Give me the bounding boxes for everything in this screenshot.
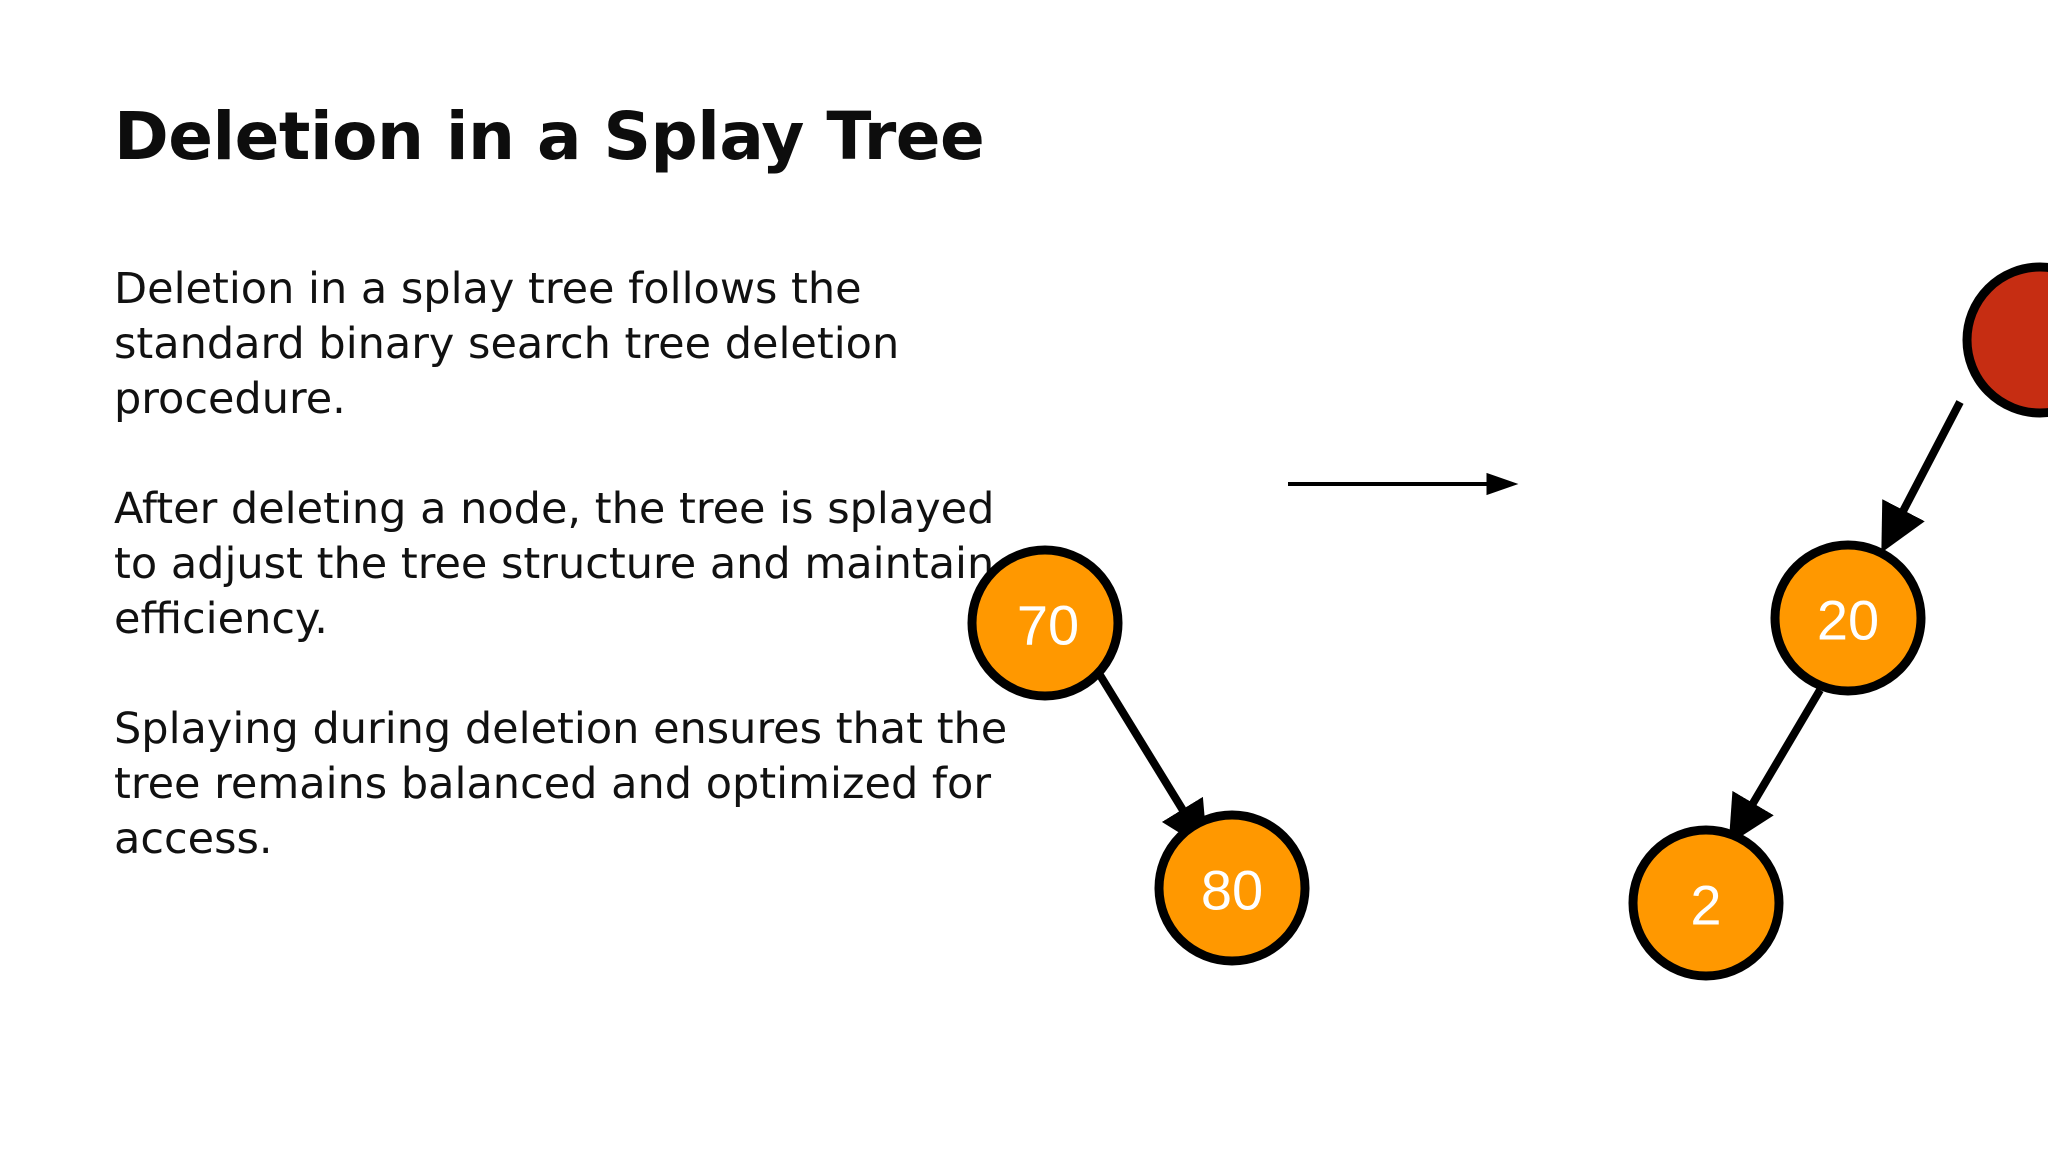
paragraph-splay-benefit: Splaying during deletion ensures that th… bbox=[114, 704, 1008, 864]
node-label-2: 2 bbox=[1690, 874, 1721, 937]
splay-tree-diagram: 70 80 20 2 bbox=[967, 262, 2048, 1010]
tree-node-20: 20 bbox=[1770, 540, 1926, 696]
slide-body: Deletion in a splay tree follows the sta… bbox=[114, 262, 1034, 922]
paragraph-splay-after-delete: After deleting a node, the tree is splay… bbox=[114, 484, 995, 644]
edge-20-to-2 bbox=[1728, 687, 1824, 845]
tree-node-80: 80 bbox=[1154, 810, 1310, 966]
tree-node-root bbox=[1962, 262, 2048, 418]
tree-diagram-svg: 70 80 20 2 bbox=[967, 262, 2048, 981]
paragraph-bst-procedure: Deletion in a splay tree follows the sta… bbox=[114, 264, 900, 424]
edge-root-to-20 bbox=[1881, 400, 1964, 553]
node-label-80: 80 bbox=[1201, 859, 1263, 922]
tree-node-2: 2 bbox=[1628, 825, 1784, 981]
node-label-70: 70 bbox=[1017, 594, 1079, 657]
tree-node-70: 70 bbox=[967, 545, 1123, 701]
node-label-20: 20 bbox=[1817, 589, 1879, 652]
slide-title: Deletion in a Splay Tree bbox=[114, 98, 985, 175]
